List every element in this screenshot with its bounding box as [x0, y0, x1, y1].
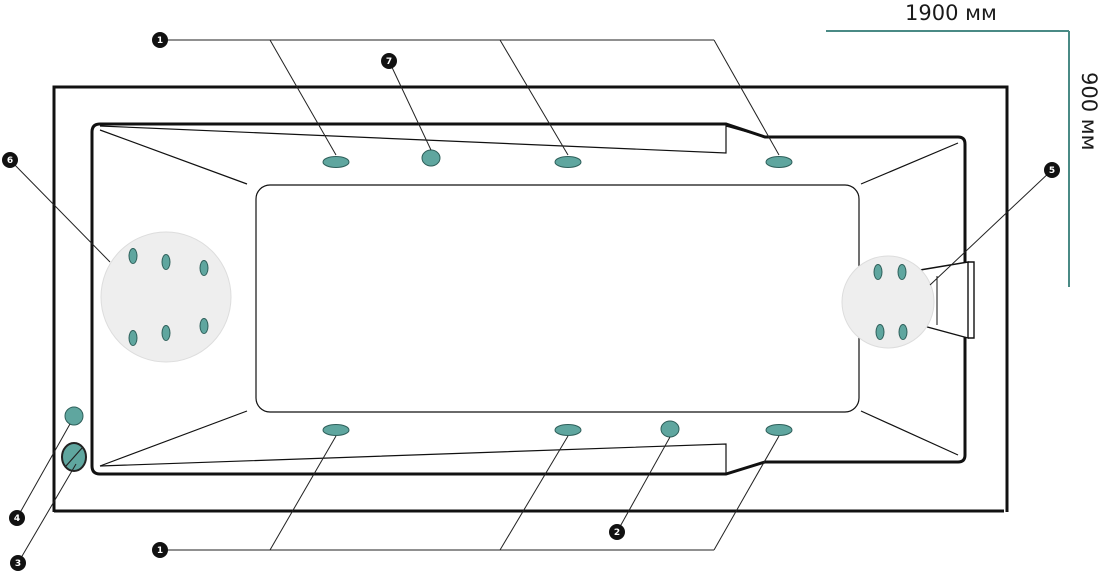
svg-text:1: 1	[157, 546, 163, 556]
tub-inner-rim	[90, 122, 967, 476]
svg-text:5: 5	[1049, 166, 1055, 176]
jet-top-2	[554, 156, 582, 168]
back-zone-jets	[873, 264, 908, 340]
svg-text:4: 4	[14, 514, 20, 524]
jet-top-1	[322, 156, 350, 168]
rim-notch-bottom	[99, 443, 766, 475]
width-dimension-label: 900 мм	[1077, 72, 1100, 150]
jet-top-3	[765, 156, 793, 168]
jet-bottom-3	[765, 424, 793, 436]
back-massage-zone	[841, 255, 935, 349]
rim-notch-top	[99, 125, 766, 154]
svg-text:3: 3	[15, 559, 21, 569]
dimension-lines: 1900 мм 900 мм	[826, 1, 1100, 287]
callout-4: 4	[9, 510, 25, 526]
side-jets	[322, 156, 793, 436]
svg-text:7: 7	[386, 57, 392, 67]
corner-lines	[99, 129, 959, 467]
foot-massage-zone	[100, 231, 232, 363]
component-seven	[421, 149, 441, 167]
drain-valve-three	[61, 442, 87, 472]
svg-text:2: 2	[614, 528, 620, 538]
component-two	[660, 420, 680, 438]
tub-outer-frame	[52, 85, 1009, 512]
callout-3: 3	[10, 555, 26, 571]
callout-1-bottom: 1	[152, 542, 168, 558]
leader-lines	[9, 39, 1053, 564]
foot-zone-jets	[128, 248, 209, 346]
length-dimension-label: 1900 мм	[905, 1, 997, 25]
svg-text:1: 1	[157, 36, 163, 46]
callout-6: 6	[2, 152, 18, 168]
callout-2: 2	[609, 524, 625, 540]
control-button-four	[64, 406, 84, 426]
jet-bottom-2	[554, 424, 582, 436]
jet-bottom-1	[322, 424, 350, 436]
callout-1-top: 1	[152, 32, 168, 48]
svg-text:6: 6	[7, 156, 13, 166]
tub-basin-floor	[255, 184, 860, 413]
callout-7: 7	[381, 53, 397, 69]
callout-5: 5	[1044, 162, 1060, 178]
